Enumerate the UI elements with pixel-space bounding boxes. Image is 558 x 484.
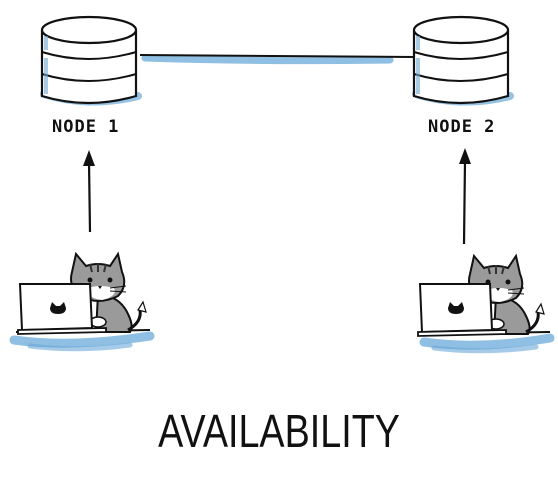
cat-user-1-icon: [9, 251, 155, 352]
arrow-to-node-1: [83, 150, 95, 233]
node-2-label: NODE 2: [428, 117, 496, 137]
replication-link: [139, 54, 415, 65]
arrow-to-node-2: [459, 148, 471, 245]
node-1-label: NODE 1: [52, 117, 120, 137]
node-1-database-icon: [40, 15, 142, 106]
node-2-database-icon: [412, 15, 514, 106]
cat-user-2-icon: [417, 253, 555, 354]
diagram-title: AVAILABILITY: [158, 405, 400, 457]
